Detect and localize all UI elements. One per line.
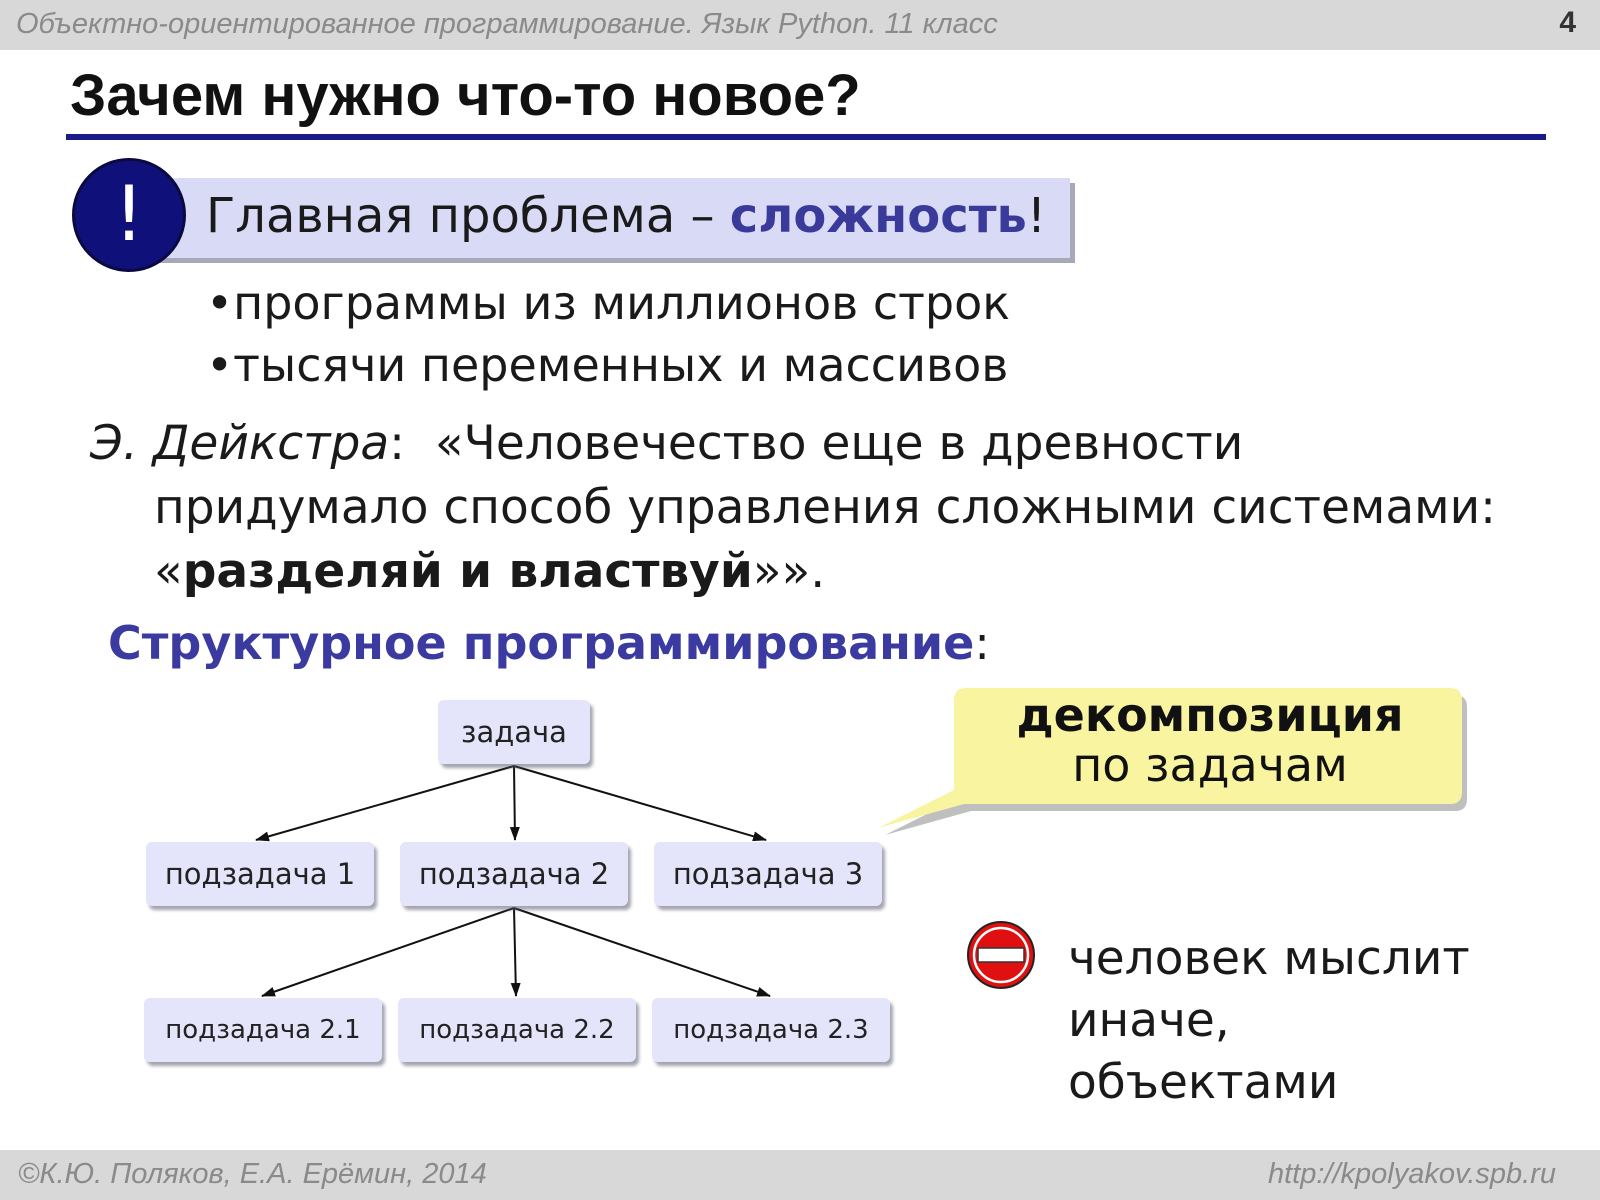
dijkstra-quote: Э. Дейкстра: «Человечество еще в древнос… — [90, 412, 1530, 604]
course-title: Объектно-ориентированное программировани… — [16, 8, 998, 40]
edge-root-1 — [255, 765, 515, 842]
quote-motto: разделяй и властвуй — [182, 544, 753, 599]
edge-root-3 — [513, 765, 767, 842]
header-bar: Объектно-ориентированное программировани… — [0, 0, 1600, 50]
edge-2-2 — [510, 907, 521, 997]
quote-close: »». — [752, 544, 826, 599]
exclamation-icon: ! — [72, 158, 186, 272]
decomposition-callout: декомпозиция по задачам — [960, 690, 1460, 790]
structured-colon: : — [974, 616, 990, 670]
callout-bold: декомпозиция — [1016, 688, 1404, 742]
quote-colon: : — [389, 416, 405, 471]
footer-url: http://kpolyakov.spb.ru — [1267, 1158, 1556, 1190]
problem-prefix: Главная проблема – — [206, 188, 730, 244]
problem-suffix: ! — [1026, 188, 1047, 244]
note-line: иначе, — [1068, 993, 1230, 1048]
tree-node-subsubtask: подзадача 2.3 — [652, 998, 890, 1062]
quote-line-1: «Человечество еще в древности — [404, 416, 1244, 471]
structured-label: Структурное программирование — [108, 616, 975, 670]
footer-copyright: ©К.Ю. Поляков, Е.А. Ерёмин, 2014 — [18, 1158, 487, 1190]
bullet-item: •программы из миллионов строк — [206, 276, 1011, 330]
tree-node-subsubtask: подзадача 2.2 — [398, 998, 636, 1062]
slide-title: Зачем нужно что-то новое? — [70, 63, 861, 128]
human-thinking-note: человек мыслит иначе, объектами — [1068, 928, 1470, 1114]
edge-2-1 — [261, 907, 515, 997]
tree-node-subtask: подзадача 2 — [400, 842, 628, 906]
problem-banner — [140, 178, 1070, 258]
problem-highlight: сложность — [729, 188, 1027, 244]
page-number: 4 — [1559, 6, 1576, 39]
quote-open: « — [154, 544, 183, 599]
callout-normal: по задачам — [1072, 738, 1348, 792]
footer-bar: ©К.Ю. Поляков, Е.А. Ерёмин, 2014 http://… — [0, 1150, 1600, 1200]
tree-node-root: задача — [438, 700, 590, 764]
tree-node-subtask: подзадача 1 — [146, 842, 374, 906]
tree-node-subsubtask: подзадача 2.1 — [144, 998, 382, 1062]
quote-author: Э. Дейкстра — [90, 416, 390, 471]
edge-root-2 — [509, 765, 520, 841]
problem-statement: Главная проблема – сложность! — [206, 188, 1046, 244]
note-line: объектами — [1068, 1055, 1339, 1110]
edge-2-3 — [513, 907, 771, 997]
title-underline — [66, 134, 1546, 140]
structured-programming-heading: Структурное программирование: — [108, 616, 990, 670]
quote-line-2: придумало способ управления сложными сис… — [154, 480, 1496, 535]
bullet-item: •тысячи переменных и массивов — [206, 338, 1009, 392]
stop-icon — [967, 921, 1035, 989]
tree-node-subtask: подзадача 3 — [654, 842, 882, 906]
note-line: человек мыслит — [1068, 931, 1470, 986]
callout-balloon-fill — [878, 688, 1462, 828]
